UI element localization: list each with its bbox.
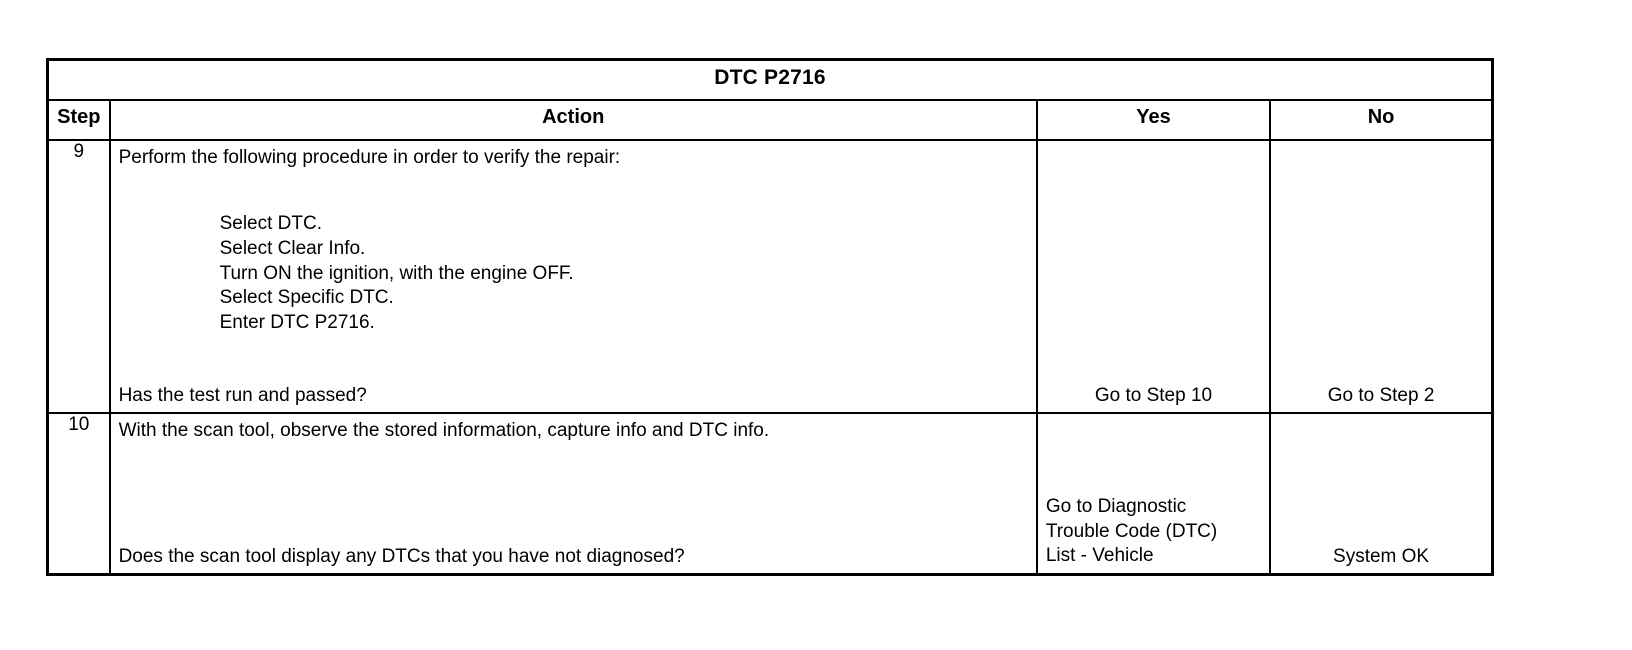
yes-answer-text: Go to Step 10 bbox=[1094, 384, 1213, 406]
yes-answer-line: List - Vehicle bbox=[1045, 545, 1154, 567]
yes-answer-text: Go to Diagnostic Trouble Code (DTC) List… bbox=[1046, 495, 1217, 569]
step-no-cell: System OK bbox=[1269, 412, 1494, 576]
step-number: 9 bbox=[46, 139, 111, 414]
step-action-cell: Perform the following procedure in order… bbox=[108, 139, 1038, 414]
action-question-text: Has the test run and passed? bbox=[118, 384, 367, 406]
table-title-row: DTC P2716 bbox=[46, 58, 1494, 101]
list-item: Turn ON the ignition, with the engine OF… bbox=[219, 262, 574, 284]
dtc-step-table: DTC P2716 Step Action Yes No 9 Perform t… bbox=[46, 58, 1494, 576]
step-yes-cell: Go to Diagnostic Trouble Code (DTC) List… bbox=[1035, 412, 1272, 576]
column-header-yes: Yes bbox=[1035, 99, 1272, 141]
table-row: 10 With the scan tool, observe the store… bbox=[46, 412, 1494, 576]
list-item: Select Specific DTC. bbox=[219, 287, 394, 309]
no-answer-text: Go to Step 2 bbox=[1327, 384, 1435, 406]
column-header-no: No bbox=[1269, 99, 1494, 141]
list-item: Select DTC. bbox=[219, 213, 322, 235]
step-action-cell: With the scan tool, observe the stored i… bbox=[108, 412, 1038, 576]
step-yes-cell: Go to Step 10 bbox=[1035, 139, 1272, 414]
yes-answer-line: Trouble Code (DTC) bbox=[1045, 520, 1218, 542]
action-lead-text: With the scan tool, observe the stored i… bbox=[118, 420, 770, 441]
page-title: DTC P2716 bbox=[46, 58, 1494, 101]
procedure-list: Select DTC. Select Clear Info. Turn ON t… bbox=[119, 212, 1036, 335]
column-header-step: Step bbox=[46, 99, 111, 141]
dtc-table-container: DTC P2716 Step Action Yes No 9 Perform t… bbox=[46, 58, 1494, 576]
table-row: 9 Perform the following procedure in ord… bbox=[46, 139, 1494, 414]
list-item: Enter DTC P2716. bbox=[219, 312, 375, 334]
column-header-action: Action bbox=[108, 99, 1038, 141]
step-no-cell: Go to Step 2 bbox=[1269, 139, 1494, 414]
list-item: Select Clear Info. bbox=[219, 238, 366, 259]
action-question-text: Does the scan tool display any DTCs that… bbox=[118, 545, 685, 567]
table-header-row: Step Action Yes No bbox=[46, 99, 1494, 141]
no-answer-text: System OK bbox=[1333, 545, 1430, 567]
yes-answer-line: Go to Diagnostic bbox=[1045, 495, 1187, 517]
action-lead-text: Perform the following procedure in order… bbox=[118, 147, 621, 168]
step-number: 10 bbox=[46, 412, 111, 576]
